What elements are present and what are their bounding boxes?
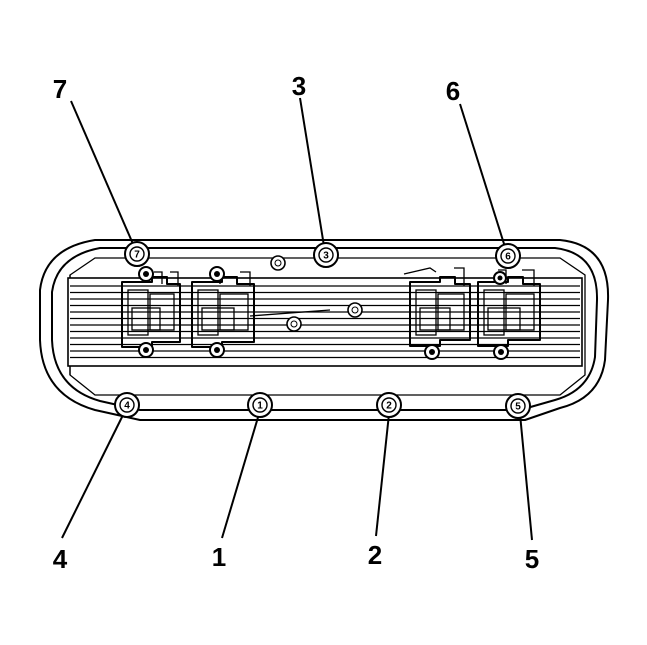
leader-line-7 <box>70 100 134 245</box>
cover-bolt-4[interactable]: 4 <box>114 392 140 418</box>
leader-line-2 <box>375 413 390 537</box>
leader-lines <box>61 97 533 541</box>
callout-4: 4 <box>53 544 68 574</box>
ignition-coil-3 <box>403 267 471 347</box>
cover-fins <box>67 277 583 367</box>
cover-bolt-1[interactable]: 1 <box>247 392 273 418</box>
cover-bolt-6[interactable]: 6 <box>495 243 521 269</box>
bolt-number-7: 7 <box>134 250 140 261</box>
cover-bolt-3[interactable]: 3 <box>313 242 339 268</box>
bolt-number-1: 1 <box>257 401 263 412</box>
callout-1: 1 <box>212 542 226 572</box>
cover-bolt-5[interactable]: 5 <box>505 393 531 419</box>
callout-7: 7 <box>53 74 67 104</box>
bolt-number-6: 6 <box>505 252 511 263</box>
leader-line-1 <box>221 413 260 539</box>
cover-bolt-7[interactable]: 7 <box>124 241 150 267</box>
callout-5: 5 <box>525 544 539 574</box>
cover-bolt-2[interactable]: 2 <box>376 392 402 418</box>
callout-2: 2 <box>368 540 382 570</box>
bolt-number-3: 3 <box>323 251 329 262</box>
coil-bracket-studs <box>138 255 509 360</box>
leader-line-3 <box>299 97 325 247</box>
bolt-number-2: 2 <box>386 401 392 412</box>
bolt-number-5: 5 <box>515 402 521 413</box>
callout-6: 6 <box>446 76 460 106</box>
leader-line-5 <box>519 413 533 541</box>
leader-line-4 <box>61 412 125 539</box>
bolt-number-4: 4 <box>124 401 130 412</box>
callout-3: 3 <box>292 71 306 101</box>
leader-line-6 <box>459 103 506 248</box>
